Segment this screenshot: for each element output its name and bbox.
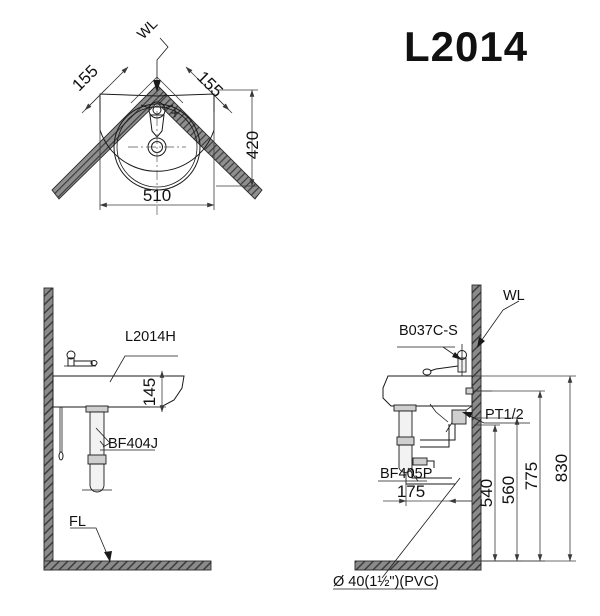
page-title: L2014 [404, 23, 528, 70]
plan-view: WL 155 155 420 510 [51, 16, 263, 215]
label-b037c-s: B037C-S [399, 323, 458, 339]
dim-560: 560 [499, 476, 518, 504]
dim-175: 175 [397, 482, 425, 501]
side-faucet [64, 350, 98, 367]
label-pt12-group: PT1/2 [462, 407, 530, 424]
side-bottle-trap [82, 405, 112, 493]
label-fl: FL [69, 514, 86, 530]
label-wl-elevation: WL [503, 288, 525, 304]
dim-510: 510 [143, 186, 171, 205]
dim-540: 540 [477, 479, 496, 507]
dim-145-group: 145 [140, 370, 166, 413]
front-p-trap [393, 403, 467, 485]
front-floor [354, 560, 482, 571]
label-pt12: PT1/2 [485, 407, 524, 423]
dim-420-group: 420 [216, 89, 262, 187]
dim-540-group: 540 [474, 424, 500, 562]
dim-420: 420 [243, 131, 262, 159]
dim-175-group: 175 [383, 470, 473, 506]
label-l2014h: L2014H [125, 329, 176, 345]
label-b037c-s-group: B037C-S [397, 323, 462, 360]
dim-510-group: 510 [99, 112, 215, 210]
front-drain-pipe [381, 477, 461, 579]
dim-145: 145 [140, 378, 159, 406]
side-wall [43, 287, 54, 571]
dim-830-group: 830 [474, 375, 576, 562]
label-bf404j: BF404J [108, 436, 158, 452]
dim-775: 775 [522, 462, 541, 490]
label-l2014h-group: L2014H [109, 329, 178, 383]
dim-830: 830 [552, 454, 571, 482]
label-pvc-outlet: Ø 40(1½")(PVC) [333, 574, 439, 590]
trap-flange [85, 405, 109, 413]
label-bf404j-group: BF404J [95, 427, 158, 452]
label-fl-group: FL [69, 514, 112, 562]
label-pvc-outlet-group: Ø 40(1½")(PVC) [333, 574, 439, 590]
label-bf405p-group: BF405P [378, 466, 432, 482]
front-wall [471, 284, 482, 571]
label-wl-elevation-group: WL [477, 288, 525, 348]
front-elevation-view: WL B037C-S PT1/2 BF405P Ø 40(1½")(PVC) [333, 284, 576, 590]
side-popup-rod [58, 407, 64, 461]
side-floor [43, 560, 212, 571]
side-elevation-view: L2014H 145 BF404J FL [43, 287, 212, 571]
